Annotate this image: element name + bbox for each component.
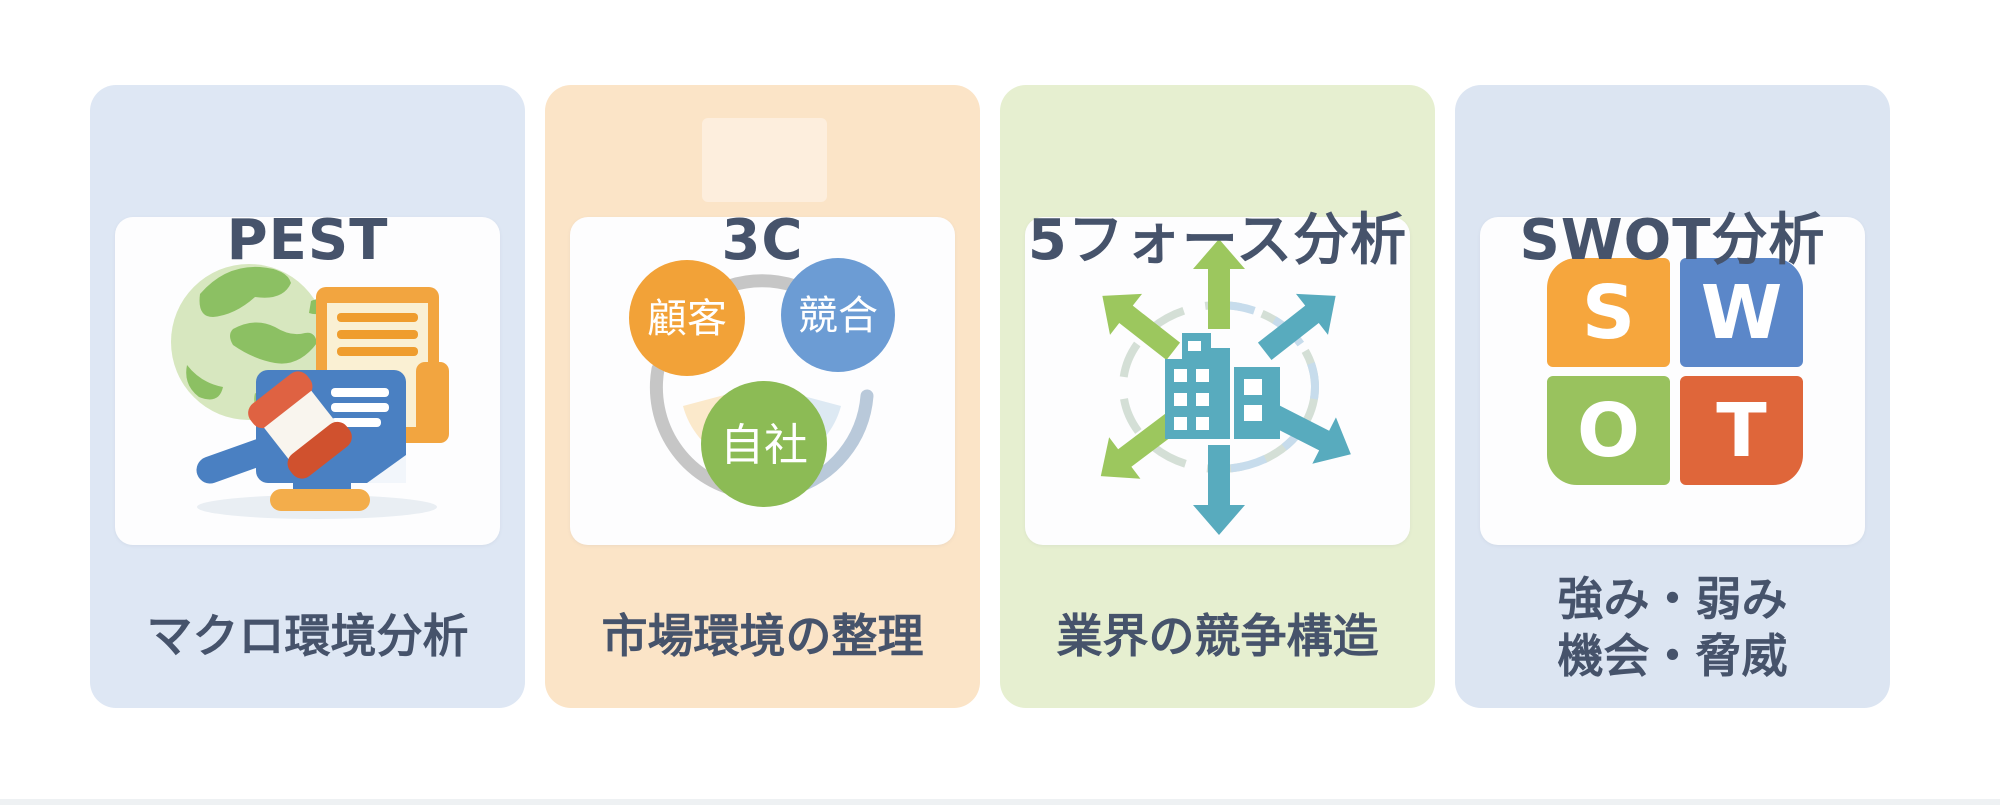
card-swot-title: SWOT分析 [1519,208,1826,273]
building-icon [1165,333,1280,439]
gavel-icon [196,371,352,484]
card-swot-label: 強み・弱み 機会・脅威 [1455,571,1890,685]
company-circle: 自社 [701,381,827,507]
swot-quadrant-opportunities: O [1547,376,1670,485]
card-3c-title: 3C [721,208,804,273]
card-pest-label: マクロ環境分析 [146,609,469,663]
five-forces-diagram [1100,239,1351,535]
card-five-forces-label: 業界の競争構造 [1056,609,1379,663]
swot-letter-w: W [1700,269,1783,356]
three-c-diagram: 顧客 競合 自社 [629,258,895,507]
swot-letter-s: S [1581,269,1636,356]
card-five-forces-title: 5フォース分析 [1027,208,1408,273]
card-swot-label-line2: 機会・脅威 [1557,629,1788,683]
page-bottom-edge [0,799,2000,805]
card-pest-title: PEST [226,208,389,273]
bookmark-tab-icon [416,362,449,443]
card-3c: 3C 顧客 競合 [545,85,980,708]
card-3c-diagram-panel: 顧客 競合 自社 [570,217,955,545]
card-five-forces: 5フォース分析 [1000,85,1435,708]
svg-text:自社: 自社 [720,420,808,471]
swot-letter-t: T [1716,387,1767,474]
card-swot: SWOT分析 S W O T 強み・弱み 機会・脅威 [1455,85,1890,708]
card-pest-illustration-panel [115,217,500,545]
swot-quadrant-strengths: S [1547,258,1670,367]
card-five-forces-diagram-panel [1025,217,1410,545]
card-3c-label: 市場環境の整理 [601,609,924,663]
gavel-base-icon [270,489,370,511]
card-pest: PEST [90,85,525,708]
swot-quadrant-weaknesses: W [1680,258,1803,367]
folded-corner [367,455,406,483]
competitor-circle: 競合 [781,258,895,372]
svg-text:顧客: 顧客 [647,296,727,342]
swot-grid-icon: S W O T [1547,258,1803,485]
swot-letter-o: O [1577,387,1640,474]
title-highlight [702,118,827,202]
card-swot-label-line1: 強み・弱み [1557,572,1788,626]
card-swot-grid-panel: S W O T [1480,217,1865,545]
svg-text:競合: 競合 [798,293,878,339]
outward-arrows-teal-icon [1193,293,1351,535]
outward-arrows-green-icon [1100,239,1245,479]
customer-circle: 顧客 [629,260,745,376]
swot-quadrant-threats: T [1680,376,1803,485]
pest-illustration [171,264,449,519]
